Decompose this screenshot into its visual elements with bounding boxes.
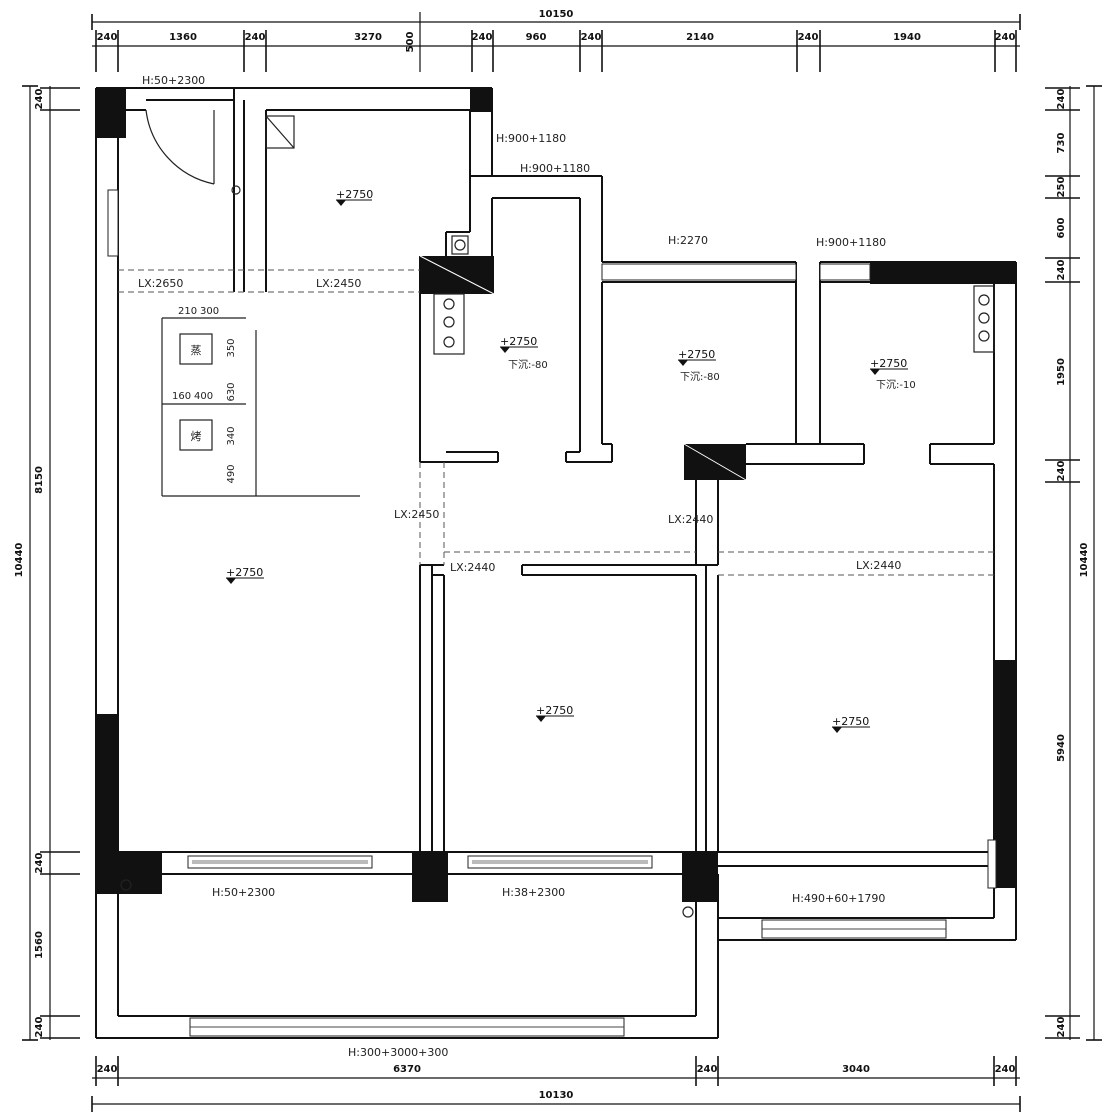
left-total-dim: 10440 bbox=[14, 543, 25, 578]
right-seg-6: 1950 bbox=[1056, 358, 1067, 386]
opening-top-mid-a: H:900+1180 bbox=[496, 132, 566, 145]
level-living: +2750 bbox=[226, 566, 263, 579]
oven-dim-a: 160 bbox=[172, 391, 191, 402]
steamer-label: 蒸 bbox=[191, 344, 202, 357]
top-seg-9: 240 bbox=[798, 32, 819, 43]
left-seg-bottom: 240 bbox=[34, 1017, 45, 1038]
opening-bottom-right: H:490+60+1790 bbox=[792, 892, 885, 905]
top-seg-2: 1360 bbox=[169, 32, 197, 43]
beams bbox=[118, 269, 994, 576]
bottom-seg-2: 6370 bbox=[393, 1064, 421, 1075]
opening-top-right-a: H:2270 bbox=[668, 234, 708, 247]
drop-labels: 下沉:-80 下沉:-80 下沉:-10 bbox=[508, 358, 916, 391]
top-seg-11: 240 bbox=[995, 32, 1016, 43]
cabinet-appliances: 210 300 160 400 蒸 烤 350 630 340 490 bbox=[161, 306, 360, 497]
beam-lx-2: LX:2450 bbox=[316, 277, 361, 290]
level-kitchen: +2750 bbox=[500, 335, 537, 348]
level-bed-right: +2750 bbox=[832, 715, 869, 728]
left-dimensions: 10440 240 8150 240 1560 240 bbox=[14, 85, 80, 1041]
right-total-dim: 10440 bbox=[1079, 543, 1090, 578]
bottom-seg-1: 240 bbox=[97, 1064, 118, 1075]
windows bbox=[107, 189, 997, 1037]
right-seg-4: 600 bbox=[1056, 218, 1067, 239]
beam-lx-6: LX:2440 bbox=[856, 559, 901, 572]
entry-door bbox=[145, 109, 241, 195]
top-seg-7: 240 bbox=[581, 32, 602, 43]
bottom-total-dim: 10130 bbox=[539, 1090, 574, 1101]
top-seg-6: 960 bbox=[526, 32, 547, 43]
right-seg-9: 240 bbox=[1056, 1017, 1067, 1038]
level-bath-1: +2750 bbox=[678, 348, 715, 361]
top-total-dim: 10150 bbox=[539, 9, 574, 20]
beam-lx-4: LX:2440 bbox=[450, 561, 495, 574]
top-seg-10: 1940 bbox=[893, 32, 921, 43]
level-marks: +2750 +2750 +2750 +2750 +2750 +2750 +275… bbox=[226, 188, 908, 733]
top-small-dim: 500 bbox=[405, 32, 416, 53]
drop-kitchen: 下沉:-80 bbox=[508, 358, 548, 371]
bottom-seg-3: 240 bbox=[697, 1064, 718, 1075]
left-seg-balcony: 1560 bbox=[34, 931, 45, 959]
top-seg-5: 240 bbox=[472, 32, 493, 43]
level-bath-2: +2750 bbox=[870, 357, 907, 370]
columns bbox=[96, 88, 1016, 902]
steamer-box bbox=[179, 333, 213, 365]
opening-bottom-mid: H:38+2300 bbox=[502, 886, 565, 899]
steamer-dim-b: 300 bbox=[200, 306, 219, 317]
opening-top-left: H:50+2300 bbox=[142, 74, 205, 87]
right-seg-8: 5940 bbox=[1056, 734, 1067, 762]
oven-box bbox=[179, 419, 213, 451]
top-seg-3: 240 bbox=[245, 32, 266, 43]
beam-lx-3: LX:2450 bbox=[394, 508, 439, 521]
right-seg-7: 240 bbox=[1056, 461, 1067, 482]
right-seg-2: 730 bbox=[1056, 133, 1067, 154]
bottom-seg-5: 240 bbox=[995, 1064, 1016, 1075]
bottom-dimensions: 240 6370 240 3040 240 10130 bbox=[91, 1056, 1021, 1112]
drop-bath-1: 下沉:-80 bbox=[680, 370, 720, 383]
level-bed-mid: +2750 bbox=[536, 704, 573, 717]
opening-top-mid-b: H:900+1180 bbox=[520, 162, 590, 175]
left-upper-dim: 8150 bbox=[34, 466, 45, 494]
cab-dim-2: 630 bbox=[226, 382, 237, 401]
cab-dim-1: 350 bbox=[226, 338, 237, 357]
right-seg-1: 240 bbox=[1056, 89, 1067, 110]
cab-dim-3: 340 bbox=[226, 426, 237, 445]
opening-balcony: H:300+3000+300 bbox=[348, 1046, 448, 1059]
oven-dim-b: 400 bbox=[194, 391, 213, 402]
beam-lx-5: LX:2440 bbox=[668, 513, 713, 526]
drop-bath-2: 下沉:-10 bbox=[876, 378, 916, 391]
top-dimensions: 10150 240 1360 240 3270 240 960 240 2140… bbox=[91, 9, 1021, 72]
right-dimensions: 10440 240 730 250 600 240 1950 240 5940 … bbox=[1045, 85, 1102, 1041]
cab-dim-4: 490 bbox=[226, 464, 237, 483]
opening-labels: H:50+2300 H:900+1180 H:900+1180 H:2270 H… bbox=[142, 74, 886, 1059]
beam-labels: LX:2650 LX:2450 LX:2450 LX:2440 LX:2440 … bbox=[138, 277, 901, 574]
left-seg-top: 240 bbox=[34, 89, 45, 110]
steamer-dim-a: 210 bbox=[178, 306, 197, 317]
oven-label: 烤 bbox=[191, 429, 202, 443]
opening-bottom-left: H:50+2300 bbox=[212, 886, 275, 899]
top-seg-4: 3270 bbox=[354, 32, 382, 43]
level-storage: +2750 bbox=[336, 188, 373, 201]
fixtures bbox=[120, 115, 995, 918]
top-seg-8: 2140 bbox=[686, 32, 714, 43]
bottom-seg-4: 3040 bbox=[842, 1064, 870, 1075]
beam-lx-1: LX:2650 bbox=[138, 277, 183, 290]
right-seg-5: 240 bbox=[1056, 260, 1067, 281]
opening-top-right-b: H:900+1180 bbox=[816, 236, 886, 249]
right-seg-3: 250 bbox=[1056, 177, 1067, 198]
left-seg-mid: 240 bbox=[34, 853, 45, 874]
top-seg-1: 240 bbox=[97, 32, 118, 43]
